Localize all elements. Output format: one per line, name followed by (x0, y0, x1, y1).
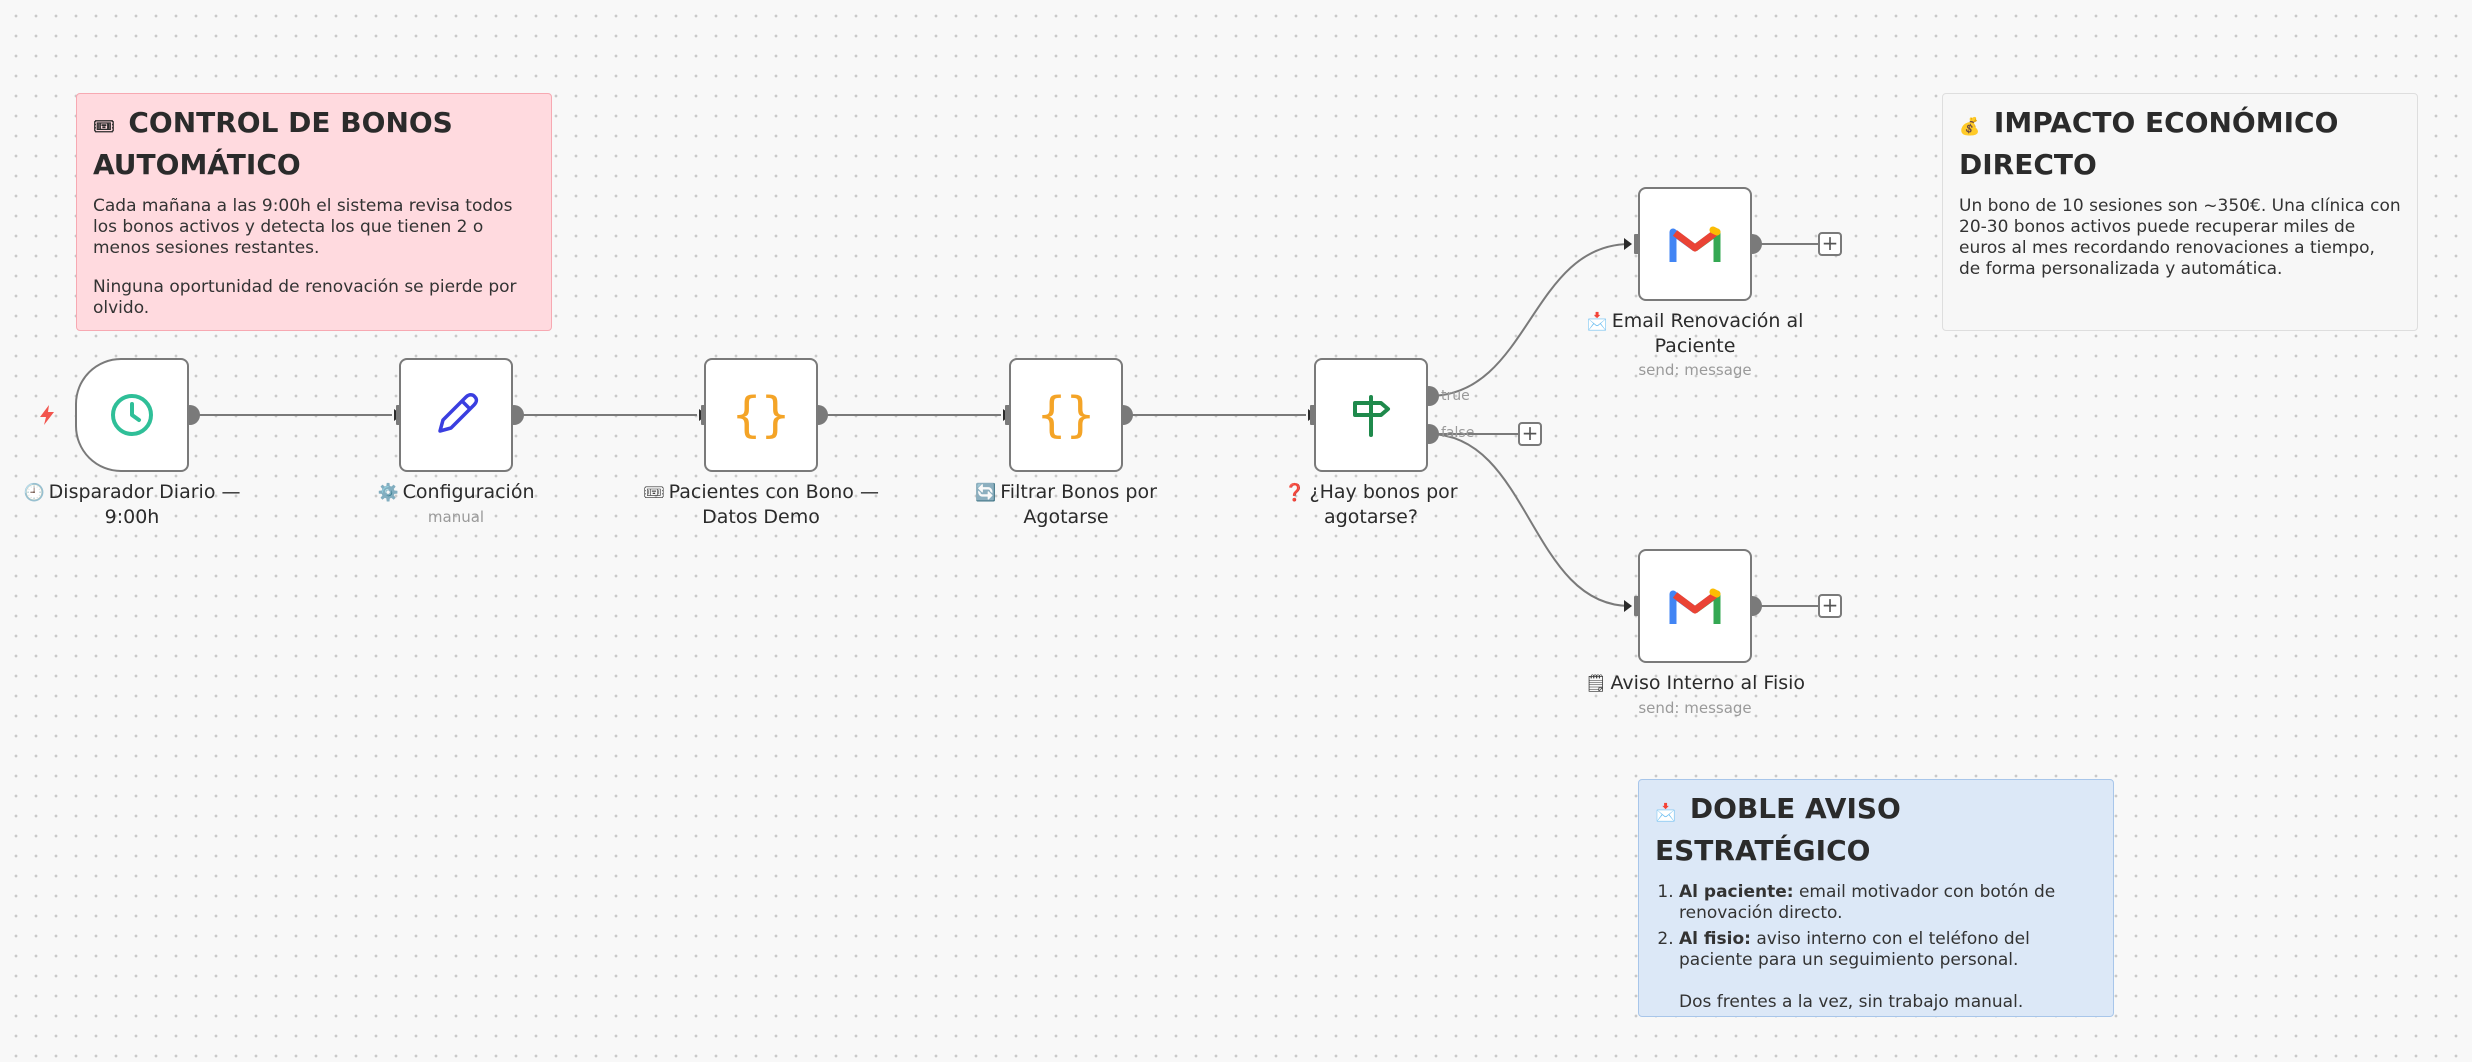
question-mark-icon: ❓ (1284, 483, 1306, 503)
note-title: 🎟 CONTROL DE BONOS AUTOMÁTICO (93, 104, 535, 184)
node-label-aviso: 🗒Aviso Interno al Fisio (1575, 671, 1815, 696)
list-item-text: aviso interno con el teléfono del pacien… (1679, 929, 2030, 970)
list-item-bold: Al fisio: (1679, 929, 1751, 949)
sticky-note-control-bonos[interactable]: 🎟 CONTROL DE BONOS AUTOMÁTICO Cada mañan… (76, 93, 552, 331)
node-label-disparador: 🕘Disparador Diario — 9:00h (12, 480, 252, 529)
node-pacientes-con-bono[interactable]: {} (704, 358, 818, 472)
node-configuracion[interactable] (399, 358, 513, 472)
signpost-icon (1347, 391, 1395, 439)
notepad-icon: 🗒 (1584, 674, 1607, 694)
node-label-configuracion: ⚙️Configuración (336, 480, 576, 505)
connection-if-true-email (1428, 243, 1631, 397)
gmail-icon (1669, 586, 1721, 626)
node-label-email: 📩Email Renovación al Paciente (1575, 309, 1815, 358)
list-item-bold: Al paciente: (1679, 882, 1794, 902)
arrow-email (1624, 238, 1632, 250)
node-subtitle-configuracion: manual (427, 508, 485, 526)
code-braces-icon: {} (1040, 387, 1092, 443)
lightning-icon (40, 405, 54, 425)
note-list: Al paciente: email motivador con botón d… (1655, 882, 2097, 1013)
node-label-text: Email Renovación al Paciente (1611, 310, 1804, 357)
ticket-icon: 🎟 (643, 483, 665, 503)
note-paragraph: Un bono de 10 sesiones son ~350€. Una cl… (1959, 196, 2401, 279)
node-label-text: Configuración (402, 481, 535, 503)
clock-icon (108, 391, 156, 439)
node-label-if: ❓¿Hay bonos por agotarse? (1251, 480, 1491, 529)
node-label-text: Disparador Diario — 9:00h (48, 481, 241, 528)
money-bag-icon: 💰 (1959, 117, 1981, 137)
node-hay-bonos-if[interactable] (1314, 358, 1428, 472)
note-title: 💰 IMPACTO ECONÓMICO DIRECTO (1959, 104, 2401, 184)
node-subtitle-aviso: send: message (1638, 699, 1752, 717)
envelope-arrow-icon: 📩 (1655, 803, 1677, 823)
node-label-text: ¿Hay bonos por agotarse? (1309, 481, 1458, 528)
node-aviso-interno[interactable] (1638, 549, 1752, 663)
add-node-after-email-button[interactable]: + (1818, 232, 1842, 256)
node-filtrar-bonos[interactable]: {} (1009, 358, 1123, 472)
svg-text:{}: {} (1040, 387, 1092, 443)
node-label-pacientes: 🎟Pacientes con Bono — Datos Demo (641, 480, 881, 529)
branch-label-false: false (1441, 425, 1475, 441)
gmail-icon (1669, 224, 1721, 264)
list-item-extra: Dos frentes a la vez, sin trabajo manual… (1679, 992, 2024, 1012)
note-title-text: DOBLE AVISO ESTRATÉGICO (1655, 792, 1901, 867)
note-title-text: CONTROL DE BONOS AUTOMÁTICO (93, 106, 453, 181)
connection-if-false-aviso (1428, 433, 1631, 607)
svg-text:{}: {} (735, 387, 787, 443)
node-label-text: Pacientes con Bono — Datos Demo (668, 481, 879, 528)
gear-icon: ⚙️ (377, 483, 399, 503)
node-label-text: Filtrar Bonos por Agotarse (1000, 481, 1157, 528)
sticky-note-impacto-economico[interactable]: 💰 IMPACTO ECONÓMICO DIRECTO Un bono de 1… (1942, 93, 2418, 331)
note-title: 📩 DOBLE AVISO ESTRATÉGICO (1655, 790, 2097, 870)
note-title-text: IMPACTO ECONÓMICO DIRECTO (1959, 106, 2339, 181)
refresh-icon: 🔄 (975, 483, 997, 503)
node-disparador-diario[interactable] (75, 358, 189, 472)
note-paragraph: Cada mañana a las 9:00h el sistema revis… (93, 196, 513, 258)
node-subtitle-email: send: message (1638, 361, 1752, 379)
list-item: Al paciente: email motivador con botón d… (1679, 882, 2097, 924)
add-node-false-branch-button[interactable]: + (1518, 422, 1542, 446)
pencil-icon (430, 389, 482, 441)
node-label-text: Aviso Interno al Fisio (1610, 672, 1806, 694)
sticky-note-doble-aviso[interactable]: 📩 DOBLE AVISO ESTRATÉGICO Al paciente: e… (1638, 779, 2114, 1017)
branch-label-true: true (1441, 388, 1470, 404)
list-item-text: email motivador con botón de renovación … (1679, 882, 2056, 923)
ticket-icon: 🎟 (93, 117, 115, 137)
arrow-aviso (1624, 600, 1632, 612)
note-paragraph: Ninguna oportunidad de renovación se pie… (93, 277, 517, 318)
code-braces-icon: {} (735, 387, 787, 443)
envelope-arrow-icon: 📩 (1586, 312, 1608, 332)
node-email-renovacion[interactable] (1638, 187, 1752, 301)
node-label-filtrar: 🔄Filtrar Bonos por Agotarse (946, 480, 1186, 529)
add-node-after-aviso-button[interactable]: + (1818, 594, 1842, 618)
clock-icon: 🕘 (23, 483, 45, 503)
list-item: Al fisio: aviso interno con el teléfono … (1679, 929, 2097, 1013)
